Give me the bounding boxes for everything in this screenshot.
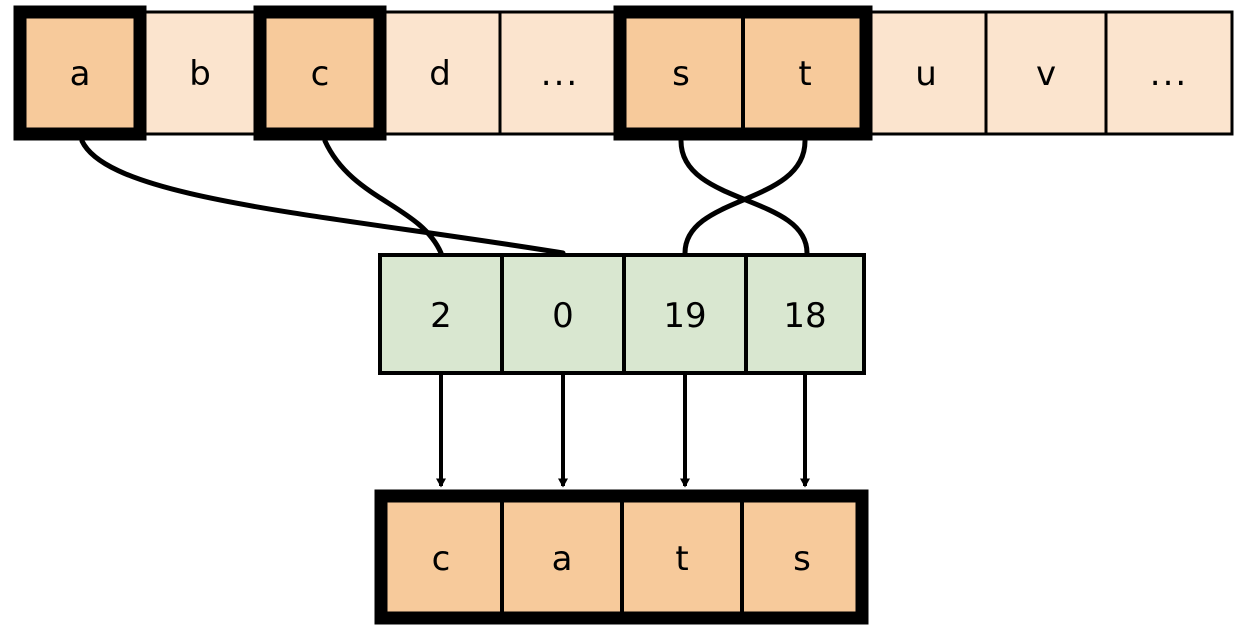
- alphabet-label-b: b: [189, 54, 211, 94]
- output-label-0: c: [432, 539, 451, 579]
- arrow-connectors: [436, 373, 810, 488]
- alphabet-label-c: c: [311, 54, 330, 94]
- curve-t-to-index-19: [682, 138, 808, 256]
- index-label-3: 18: [783, 296, 826, 336]
- alphabet-cell-ellipsis-2[interactable]: [1104, 10, 1234, 136]
- output-row: c a t s: [374, 489, 869, 625]
- alphabet-label-d: d: [429, 54, 451, 94]
- alphabet-cell-a-frame: [13, 5, 147, 141]
- alphabet-label-s: s: [672, 54, 690, 94]
- alphabet-label-a: a: [70, 54, 91, 94]
- output-label-3: s: [793, 539, 811, 579]
- alphabet-label-ellipsis-1: ...: [541, 54, 579, 94]
- output-label-1: a: [552, 539, 573, 579]
- output-label-2: t: [675, 539, 688, 579]
- alphabet-cell-ellipsis-1[interactable]: [498, 10, 622, 136]
- alphabet-label-v: v: [1036, 54, 1056, 94]
- curve-connectors: [79, 138, 810, 256]
- curve-a-to-index-0: [79, 138, 566, 256]
- curve-c-to-index-2: [322, 138, 444, 256]
- index-label-2: 19: [663, 296, 706, 336]
- index-row: 2 0 19 18: [378, 253, 866, 375]
- index-label-1: 0: [552, 296, 574, 336]
- alphabet-row: a b c d ... s t u v ...: [13, 5, 1234, 141]
- alphabet-label-u: u: [915, 54, 937, 94]
- alphabet-cell-c-frame: [253, 5, 387, 141]
- alphabet-label-ellipsis-2: ...: [1150, 54, 1188, 94]
- alphabet-cell-d[interactable]: [378, 10, 502, 136]
- index-label-0: 2: [430, 296, 452, 336]
- alphabet-cell-v[interactable]: [984, 10, 1108, 136]
- alphabet-label-t: t: [798, 54, 811, 94]
- index-cell-2[interactable]: [622, 253, 748, 375]
